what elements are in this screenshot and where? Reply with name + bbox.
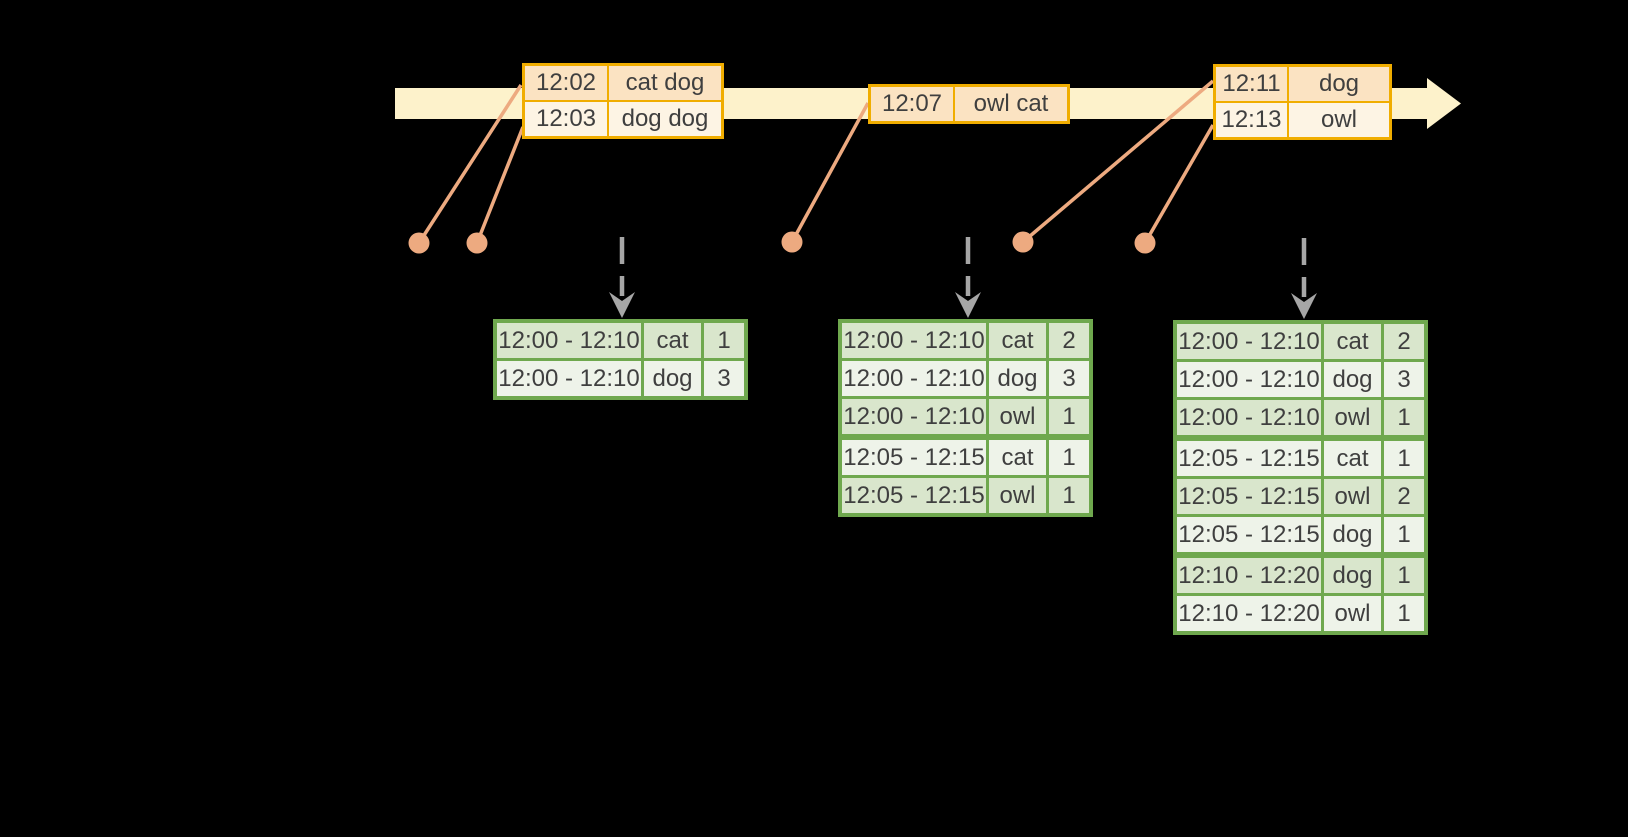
event-connector-line: [475, 126, 525, 244]
count-cell: 1: [1384, 596, 1424, 631]
window-cell: 12:05 - 12:15: [1177, 517, 1321, 552]
window-cell: 12:00 - 12:10: [1177, 362, 1321, 397]
count-cell: 1: [1049, 399, 1089, 434]
window-cell: 12:00 - 12:10: [842, 323, 986, 358]
event-dot-icon: [781, 231, 803, 253]
word-cell: dog: [1324, 362, 1381, 397]
window-cell: 12:00 - 12:10: [497, 323, 641, 358]
window-cell: 12:00 - 12:10: [1177, 324, 1321, 359]
count-cell: 1: [1049, 440, 1089, 475]
time-cell: 12:07: [871, 87, 953, 121]
trigger-arrow-icon: [609, 237, 635, 318]
count-cell: 1: [1384, 558, 1424, 593]
event-connector-line: [790, 102, 870, 243]
window-cell: 12:10 - 12:20: [1177, 596, 1321, 631]
time-cell: 12:03: [525, 102, 607, 136]
word-cell: owl: [1324, 400, 1381, 435]
word-cell: cat: [1324, 324, 1381, 359]
event-connectors: [417, 79, 1215, 244]
count-cell: 3: [1049, 361, 1089, 396]
time-cell: 12:02: [525, 66, 607, 100]
event-connector-line: [417, 84, 523, 244]
word-cell: owl: [1324, 596, 1381, 631]
word-cell: owl: [1324, 479, 1381, 514]
event-time-dots: [408, 231, 1156, 254]
count-cell: 1: [1384, 517, 1424, 552]
word-cell: cat: [1324, 441, 1381, 476]
time-cell: 12:11: [1216, 67, 1287, 101]
window-cell: 12:00 - 12:10: [497, 361, 641, 396]
count-cell: 3: [704, 361, 744, 396]
window-cell: 12:10 - 12:20: [1177, 558, 1321, 593]
count-cell: 2: [1049, 323, 1089, 358]
window-cell: 12:05 - 12:15: [842, 440, 986, 475]
event-connector-line: [1021, 79, 1215, 244]
window-cell: 12:00 - 12:10: [842, 399, 986, 434]
trigger-arrow-icon: [1291, 238, 1317, 319]
count-cell: 1: [1049, 478, 1089, 513]
window-cell: 12:05 - 12:15: [1177, 441, 1321, 476]
timeline-arrowhead-icon: [1427, 78, 1461, 129]
word-cell: cat: [989, 440, 1046, 475]
time-cell: 12:13: [1216, 103, 1287, 137]
words-cell: cat dog: [609, 66, 721, 100]
count-cell: 2: [1384, 324, 1424, 359]
word-cell: cat: [989, 323, 1046, 358]
window-cell: 12:05 - 12:15: [842, 478, 986, 513]
event-connector-line: [1143, 124, 1215, 244]
count-cell: 3: [1384, 362, 1424, 397]
word-cell: cat: [644, 323, 701, 358]
count-cell: 1: [1384, 441, 1424, 476]
count-cell: 1: [1384, 400, 1424, 435]
trigger-arrow-icon: [955, 237, 981, 318]
words-cell: owl: [1289, 103, 1389, 137]
event-dot-icon: [1012, 231, 1034, 253]
event-dot-icon: [1134, 232, 1156, 254]
event-dot-icon: [466, 232, 488, 254]
event-dot-icon: [408, 232, 430, 254]
window-cell: 12:05 - 12:15: [1177, 479, 1321, 514]
word-cell: owl: [989, 399, 1046, 434]
words-cell: dog dog: [609, 102, 721, 136]
word-cell: owl: [989, 478, 1046, 513]
window-cell: 12:00 - 12:10: [1177, 400, 1321, 435]
result-trigger-arrows: [609, 237, 1317, 319]
word-cell: dog: [1324, 558, 1381, 593]
word-cell: dog: [644, 361, 701, 396]
window-cell: 12:00 - 12:10: [842, 361, 986, 396]
word-cell: dog: [989, 361, 1046, 396]
words-cell: owl cat: [955, 87, 1067, 121]
count-cell: 2: [1384, 479, 1424, 514]
words-cell: dog: [1289, 67, 1389, 101]
word-cell: dog: [1324, 517, 1381, 552]
count-cell: 1: [704, 323, 744, 358]
